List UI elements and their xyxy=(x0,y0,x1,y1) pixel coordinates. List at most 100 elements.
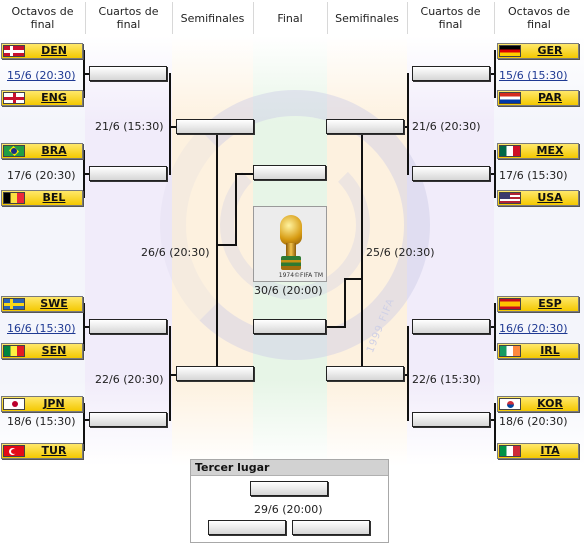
team-ENG[interactable]: ENG xyxy=(1,90,83,106)
third-place-slot-right[interactable] xyxy=(292,520,370,535)
team-MEX[interactable]: MEX xyxy=(497,143,579,159)
connector-line xyxy=(83,419,89,421)
connector-line xyxy=(83,73,89,75)
connector-line xyxy=(361,134,363,367)
header-divider xyxy=(407,2,408,34)
team-name: SWE xyxy=(40,297,68,310)
trophy-neck xyxy=(286,243,296,257)
team-name: ENG xyxy=(41,91,67,104)
team-KOR[interactable]: KOR xyxy=(497,396,579,412)
semifinal-date: 25/6 (20:30) xyxy=(366,246,435,259)
team-name: IRL xyxy=(540,344,560,357)
final-date: 30/6 (20:00) xyxy=(254,284,323,297)
final-slot-top[interactable] xyxy=(253,165,326,180)
header-divider xyxy=(172,2,173,34)
turkey-flag xyxy=(3,445,25,457)
team-ESP[interactable]: ESP xyxy=(497,296,579,312)
germany-flag xyxy=(499,45,521,57)
match-date: 17/6 (20:30) xyxy=(7,169,76,182)
team-ITA[interactable]: ITA xyxy=(497,443,579,459)
team-SWE[interactable]: SWE xyxy=(1,296,83,312)
quarterfinal-slot[interactable] xyxy=(412,319,490,334)
header-final: Final xyxy=(277,11,303,25)
quarterfinal-slot[interactable] xyxy=(412,412,490,427)
world-cup-trophy-image: 1974©FIFA TM xyxy=(253,206,327,282)
quarterfinal-slot[interactable] xyxy=(89,412,167,427)
connector-line xyxy=(169,326,171,421)
team-name: TUR xyxy=(41,444,67,457)
team-name: DEN xyxy=(41,44,67,57)
match-date-link[interactable]: 16/6 (15:30) xyxy=(7,322,76,335)
connector-line xyxy=(344,278,346,328)
connector-line xyxy=(216,134,218,367)
quarterfinal-slot[interactable] xyxy=(412,166,490,181)
team-JPN[interactable]: JPN xyxy=(1,396,83,412)
third-place-panel: Tercer lugar 29/6 (20:00) xyxy=(190,459,389,543)
third-place-date: 29/6 (20:00) xyxy=(254,503,323,516)
column-bg-octavos-left xyxy=(0,36,85,466)
japan-flag xyxy=(3,398,25,410)
header-divider xyxy=(327,2,328,34)
column-bg-octavos-right xyxy=(494,36,584,466)
connector-line xyxy=(169,73,171,175)
quarterfinal-date: 21/6 (20:30) xyxy=(412,120,481,133)
connector-line xyxy=(490,419,496,421)
team-name: ESP xyxy=(538,297,562,310)
match-date: 18/6 (20:30) xyxy=(499,415,568,428)
connector-line xyxy=(490,73,496,75)
ireland-flag xyxy=(499,345,521,357)
connector-line xyxy=(490,326,496,328)
team-name: PAR xyxy=(537,91,563,104)
quarterfinal-slot[interactable] xyxy=(89,66,167,81)
connector-line xyxy=(494,403,496,451)
third-place-slot-left[interactable] xyxy=(208,520,286,535)
header-divider xyxy=(494,2,495,34)
team-name: MEX xyxy=(536,144,564,157)
team-BRA[interactable]: BRA xyxy=(1,143,83,159)
team-name: BRA xyxy=(41,144,67,157)
match-date-link[interactable]: 15/6 (20:30) xyxy=(7,69,76,82)
header-cuartos-left: Cuartos de final xyxy=(98,5,159,31)
semifinal-slot[interactable] xyxy=(326,366,404,381)
team-GER[interactable]: GER xyxy=(497,43,579,59)
team-name: ITA xyxy=(540,444,560,457)
quarterfinal-slot[interactable] xyxy=(89,319,167,334)
semifinal-slot[interactable] xyxy=(176,119,254,134)
semifinal-slot[interactable] xyxy=(326,119,404,134)
team-PAR[interactable]: PAR xyxy=(497,90,579,106)
semifinal-date: 26/6 (20:30) xyxy=(141,246,210,259)
match-date-link[interactable]: 15/6 (15:30) xyxy=(499,69,568,82)
column-bg-cuartos-left xyxy=(85,36,172,466)
quarterfinal-slot[interactable] xyxy=(412,66,490,81)
trophy-caption: 1974©FIFA TM xyxy=(278,272,323,279)
match-date: 17/6 (15:30) xyxy=(499,169,568,182)
team-name: KOR xyxy=(537,397,563,410)
connector-line xyxy=(325,326,346,328)
team-TUR[interactable]: TUR xyxy=(1,443,83,459)
paraguay-flag xyxy=(499,92,521,104)
team-DEN[interactable]: DEN xyxy=(1,43,83,59)
connector-line xyxy=(401,374,409,376)
trophy-base xyxy=(281,256,301,270)
match-date: 18/6 (15:30) xyxy=(7,415,76,428)
header-semis-left: Semifinales xyxy=(180,11,245,25)
connector-line xyxy=(490,173,496,175)
quarterfinal-date: 22/6 (15:30) xyxy=(412,373,481,386)
final-slot-bottom[interactable] xyxy=(253,319,326,334)
match-date-link[interactable]: 16/6 (20:30) xyxy=(499,322,568,335)
quarterfinal-slot[interactable] xyxy=(89,166,167,181)
team-IRL[interactable]: IRL xyxy=(497,343,579,359)
team-BEL[interactable]: BEL xyxy=(1,190,83,206)
team-SEN[interactable]: SEN xyxy=(1,343,83,359)
third-place-title: Tercer lugar xyxy=(191,460,388,476)
sweden-flag xyxy=(3,298,25,310)
team-USA[interactable]: USA xyxy=(497,190,579,206)
team-name: BEL xyxy=(42,191,66,204)
quarterfinal-date: 21/6 (15:30) xyxy=(95,120,164,133)
england-flag xyxy=(3,92,25,104)
connector-line xyxy=(235,173,237,246)
trophy-icon xyxy=(280,215,302,245)
semifinal-slot[interactable] xyxy=(176,366,254,381)
third-place-slot-top[interactable] xyxy=(250,481,328,496)
